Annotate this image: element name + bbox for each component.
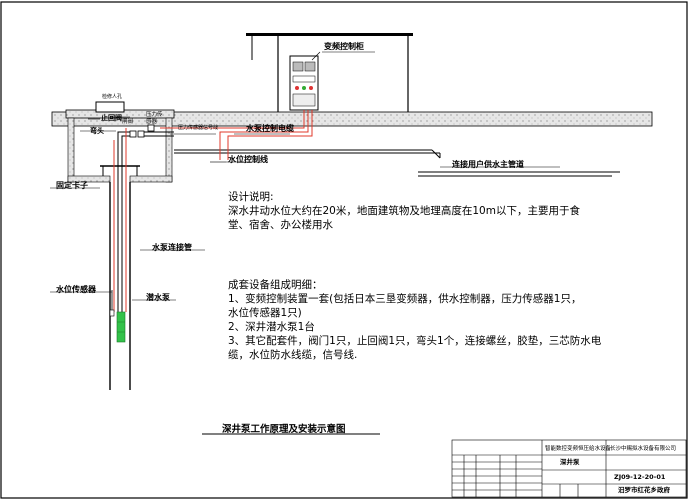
equipment-item-3a: 3、其它配套件，阀门1只，止回阀1只，弯头1个，连接螺丝，胶垫，三芯防水电	[228, 335, 602, 347]
equipment-item-1b: 水位传感器1只)	[228, 307, 302, 319]
pump-cable-label: 水泵控制电缆	[246, 124, 294, 133]
drawing-caption: 深井泵工作原理及安装示意图	[222, 424, 346, 435]
equipment-item-3b: 缆，水位防水线缆，信号线.	[228, 349, 358, 361]
title-drawing-no: ZJ09-12-20-01	[614, 473, 666, 481]
equipment-heading: 成套设备组成明细：	[228, 279, 323, 291]
check-valve-label: 止回阀	[101, 114, 122, 122]
cabinet-housing	[246, 33, 413, 112]
elbow-label: 弯头	[90, 127, 104, 135]
equipment-list: 成套设备组成明细： 1、变频控制装置一套(包括日本三垦变频器，供水控制器，压力传…	[228, 278, 601, 362]
submersible-pump	[116, 311, 126, 343]
pump-riser-pipe	[117, 130, 174, 312]
clamp-label: 固定卡子	[56, 181, 88, 190]
design-line-1: 深水井动水位大约在20米，地面建筑物及地理高度在10m以下，主要用于食	[228, 205, 580, 217]
cabinet-label: 变频控制柜	[324, 42, 364, 51]
title-drawing-name: 深井泵	[560, 458, 580, 466]
level-sensor-device	[109, 290, 115, 317]
pump-label: 潜水泵	[146, 293, 170, 302]
well-pit	[65, 101, 175, 183]
pump-control-cable	[113, 110, 313, 312]
title-company: 长沙中赐拟水设备有限公司	[610, 446, 677, 452]
pump-pipe-label: 水泵连接管	[152, 243, 192, 252]
signal-line-label: 压力传感器信号线	[178, 125, 219, 131]
title-client: 汨罗市红花乡政府	[618, 486, 670, 494]
main-pipe-label: 连接用户供水主管道	[452, 160, 524, 169]
ground-surface	[51, 111, 653, 127]
design-line-2: 堂、宿舍、办公楼用水	[228, 219, 333, 231]
valve-label: 闸阀	[122, 119, 134, 125]
design-notes: 设计说明: 深水井动水位大约在20米，地面建筑物及地理高度在10m以下，主要用于…	[228, 190, 580, 232]
manhole-label: 检修人孔	[102, 94, 123, 100]
level-line-label: 水位控制线	[228, 155, 268, 164]
well-casing	[100, 165, 140, 390]
equipment-item-1a: 1、变频控制装置一套(包括日本三垦变频器，供水控制器，压力传感器1只，	[228, 293, 582, 305]
level-sensor-label: 水位传感器	[56, 285, 96, 294]
equipment-item-2: 2、深井潜水泵1台	[228, 321, 315, 333]
control-cabinet	[289, 55, 319, 111]
design-heading: 设计说明:	[228, 191, 274, 203]
leader-lines	[50, 51, 560, 301]
pressure-sensor-device	[147, 124, 155, 132]
title-block	[451, 439, 687, 498]
pressure-sensor-label: 压力传感器	[146, 112, 163, 125]
main-supply-pipe	[174, 149, 620, 177]
title-project: 智能数控变频恒压给水设备	[545, 446, 612, 452]
